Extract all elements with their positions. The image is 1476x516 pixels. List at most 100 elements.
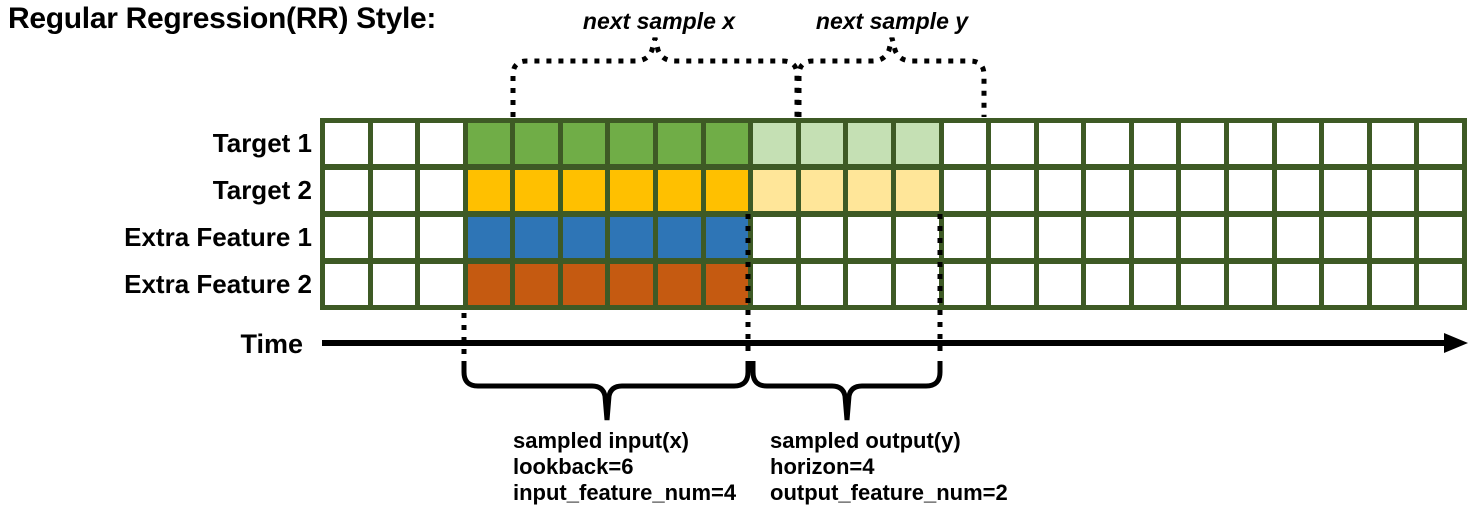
grid-cell (1133, 123, 1177, 164)
grid-cell (562, 170, 606, 211)
grid-cell (1038, 123, 1082, 164)
grid-cell (991, 264, 1034, 305)
grid-cell (1229, 123, 1272, 164)
grid-cell (1419, 170, 1462, 211)
grid-cell (420, 123, 463, 164)
grid-cell (610, 170, 654, 211)
grid-cell (1324, 264, 1367, 305)
page-title: Regular Regression(RR) Style: (8, 2, 437, 35)
row-label-target-2: Target 2 (212, 175, 312, 205)
row-label-extra-feature-1: Extra Feature 1 (124, 222, 312, 252)
time-axis-arrowhead-icon (1444, 333, 1468, 353)
grid-cell (562, 264, 606, 305)
grid-cell (1371, 217, 1415, 258)
grid-cell (610, 123, 654, 164)
grid-cell (1229, 264, 1272, 305)
grid-cell (1276, 264, 1320, 305)
grid-cell (705, 170, 749, 211)
sampled-input-brace-icon (461, 361, 751, 421)
grid-cell (515, 170, 558, 211)
grid-cell (1419, 217, 1462, 258)
grid-cell (943, 264, 987, 305)
grid-cell (1324, 170, 1367, 211)
grid-cell (753, 170, 796, 211)
horizon-value: horizon=4 (770, 454, 875, 479)
grid-cell (325, 264, 368, 305)
grid-cell (848, 123, 891, 164)
grid-cell (800, 264, 844, 305)
sampled-output-title: sampled output(y) (770, 428, 961, 453)
grid-cell (1181, 217, 1225, 258)
grid-cell (515, 217, 558, 258)
next-sample-x-brace-icon (510, 37, 800, 117)
grid-cell (705, 217, 749, 258)
row-label-column: Target 1 Target 2 Extra Feature 1 Extra … (0, 118, 312, 310)
grid-cell (325, 217, 368, 258)
grid-cell (1276, 123, 1320, 164)
grid-cell (467, 123, 511, 164)
sampled-output-brace-icon (750, 361, 943, 421)
grid-cell (800, 123, 844, 164)
grid-cell (895, 170, 939, 211)
grid-cell (800, 217, 844, 258)
grid-cell (1276, 217, 1320, 258)
grid-cell (372, 217, 416, 258)
grid-cell (753, 123, 796, 164)
grid-cell (895, 264, 939, 305)
grid-cell (1276, 170, 1320, 211)
grid-cell (420, 217, 463, 258)
grid-cell (372, 170, 416, 211)
timeseries-grid (320, 118, 1467, 310)
grid-cell (1324, 123, 1367, 164)
grid-cell (420, 264, 463, 305)
grid-cell (372, 123, 416, 164)
grid-cell (705, 264, 749, 305)
grid-cell (848, 170, 891, 211)
grid-cell (1419, 264, 1462, 305)
grid-cell (991, 123, 1034, 164)
grid-cell (1133, 264, 1177, 305)
grid-cell (943, 123, 987, 164)
time-axis-label: Time (240, 329, 303, 359)
grid-cell (1181, 170, 1225, 211)
grid-cell (1038, 264, 1082, 305)
grid-cell (1038, 170, 1082, 211)
grid-cell (753, 264, 796, 305)
grid-cell (658, 170, 701, 211)
grid-cell (562, 123, 606, 164)
grid-cell (943, 170, 987, 211)
next-sample-y-label: next sample y (815, 8, 969, 34)
grid-cell (1419, 123, 1462, 164)
sampled-input-title: sampled input(x) (513, 428, 690, 453)
output-feature-num-value: output_feature_num=2 (770, 480, 1008, 505)
grid-cell (467, 170, 511, 211)
grid-cell (610, 264, 654, 305)
grid-cell (1086, 217, 1129, 258)
grid-cell (1086, 123, 1129, 164)
grid-cell (420, 170, 463, 211)
grid-cell (895, 123, 939, 164)
grid-cell (325, 170, 368, 211)
grid-cell (467, 217, 511, 258)
grid-cell (1371, 123, 1415, 164)
sampled-input-annotation: sampled input(x) lookback=6 input_featur… (513, 428, 736, 506)
grid-cell (1133, 170, 1177, 211)
grid-row-extra-feature-1 (325, 217, 1462, 258)
grid-cell (515, 264, 558, 305)
grid-cell (658, 217, 701, 258)
grid-cell (1086, 170, 1129, 211)
sampled-output-annotation: sampled output(y) horizon=4 output_featu… (770, 428, 1008, 506)
next-sample-x-label: next sample x (582, 8, 736, 34)
next-sample-y-brace-icon (796, 37, 987, 117)
grid-row-target-2 (325, 170, 1462, 211)
grid-cell (1371, 264, 1415, 305)
grid-cell (1086, 264, 1129, 305)
grid-cell (467, 264, 511, 305)
grid-cell (562, 217, 606, 258)
row-label-extra-feature-2: Extra Feature 2 (124, 269, 312, 299)
grid-row-extra-feature-2 (325, 264, 1462, 305)
grid-cell (753, 217, 796, 258)
lookback-value: lookback=6 (513, 454, 634, 479)
grid-cell (1371, 170, 1415, 211)
